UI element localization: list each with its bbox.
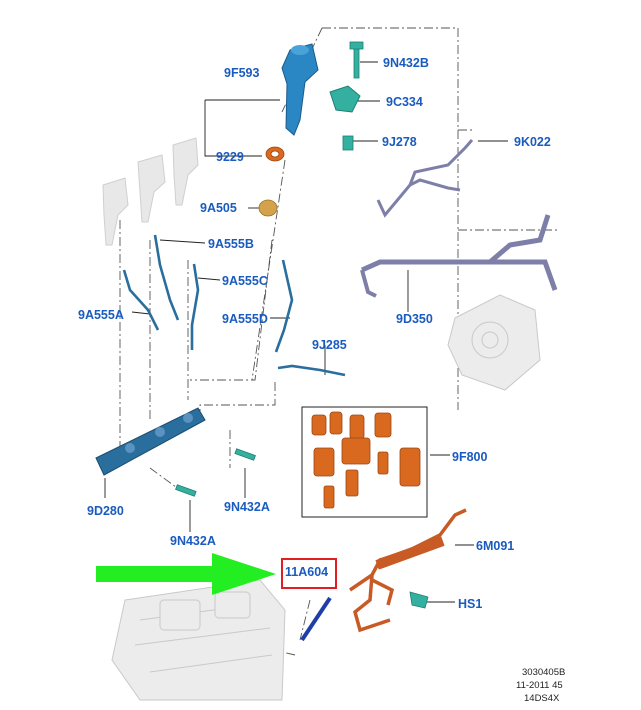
harness-connector-strip bbox=[375, 536, 445, 570]
label-9N432A-upper[interactable]: 9N432A bbox=[224, 500, 270, 514]
seal-washer-9229 bbox=[265, 146, 285, 162]
wiring-harness-6M091 bbox=[349, 508, 467, 633]
label-9229[interactable]: 9229 bbox=[216, 150, 244, 164]
return-line-branch bbox=[409, 178, 461, 192]
injector-9F593 bbox=[281, 43, 319, 136]
label-9A505[interactable]: 9A505 bbox=[200, 201, 237, 215]
label-6M091[interactable]: 6M091 bbox=[476, 539, 515, 553]
label-9N432B[interactable]: 9N432B bbox=[383, 56, 429, 70]
bolts-9N432A bbox=[175, 448, 256, 497]
leakoff-pipe-end bbox=[360, 269, 377, 298]
return-line-9K022 bbox=[376, 139, 474, 218]
label-9D280[interactable]: 9D280 bbox=[87, 504, 124, 518]
sleeve-9A505 bbox=[258, 199, 278, 217]
label-9K022[interactable]: 9K022 bbox=[514, 135, 551, 149]
stud-9J278 bbox=[342, 135, 354, 151]
ghost-injectors bbox=[102, 137, 199, 246]
seals-kit-9F800 bbox=[301, 406, 428, 518]
leader-lines bbox=[104, 61, 508, 603]
label-9J278[interactable]: 9J278 bbox=[382, 135, 417, 149]
label-9C334[interactable]: 9C334 bbox=[386, 95, 423, 109]
label-9F800[interactable]: 9F800 bbox=[452, 450, 488, 464]
footer-code-2: 11-2011 45 bbox=[516, 680, 563, 691]
label-11A604[interactable]: 11A604 bbox=[285, 565, 329, 579]
footer-code-3: 14DS4X bbox=[524, 693, 560, 704]
leakoff-pipe-9D350 bbox=[360, 214, 558, 291]
label-9A555B[interactable]: 9A555B bbox=[208, 237, 254, 251]
label-9J285[interactable]: 9J285 bbox=[312, 338, 347, 352]
fuel-rail-9D280 bbox=[95, 407, 206, 476]
highlight-box-11A604 bbox=[281, 558, 337, 589]
label-9A555A[interactable]: 9A555A bbox=[78, 308, 124, 322]
green-arrow bbox=[96, 553, 276, 595]
label-9F593[interactable]: 9F593 bbox=[224, 66, 260, 80]
glow-plug-11A604 bbox=[300, 596, 332, 642]
injector-pipes-9A555 bbox=[122, 234, 346, 377]
bolt-9N432B bbox=[349, 41, 364, 79]
label-9D350[interactable]: 9D350 bbox=[396, 312, 433, 326]
clip-HS1 bbox=[409, 591, 429, 609]
label-9A555C[interactable]: 9A555C bbox=[222, 274, 268, 288]
fuel-pump-ghost bbox=[447, 294, 541, 391]
label-HS1[interactable]: HS1 bbox=[458, 597, 483, 611]
clamp-9C334 bbox=[329, 85, 361, 113]
label-9N432A-lower[interactable]: 9N432A bbox=[170, 534, 216, 548]
label-9A555D[interactable]: 9A555D bbox=[222, 312, 268, 326]
footer-code-1: 3030405B bbox=[522, 667, 566, 678]
engine-block-ghost bbox=[111, 579, 286, 701]
